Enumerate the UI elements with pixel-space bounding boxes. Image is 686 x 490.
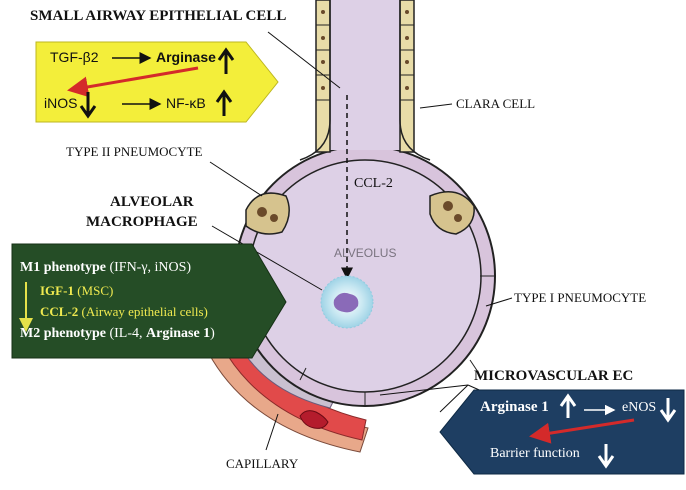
m2-arginase: Arginase 1 <box>146 326 211 341</box>
yellow-pathway-box <box>35 41 279 123</box>
tgf-b2-label: TGF-β2 <box>50 49 99 65</box>
enos-label: eNOS <box>622 400 657 415</box>
down-arrow-icon <box>659 398 677 423</box>
nfkb-label: NF-κB <box>166 95 206 111</box>
macrophage-icon <box>320 275 374 329</box>
type1-pneumocyte-label: TYPE I PNEUMOCYTE <box>514 290 647 305</box>
ccl2-title: CCL-2 <box>40 304 79 319</box>
ccl2-line: CCL-2 (Airway epithelial cells) <box>40 304 208 320</box>
igf1-title: IGF-1 <box>40 283 74 298</box>
red-inhibit-arrow <box>529 418 635 444</box>
clara-cell-label: CLARA CELL <box>456 96 536 111</box>
ccl2-detail: (Airway epithelial cells) <box>78 304 208 319</box>
m1-phenotype-line: M1 phenotype (IFN-γ, iNOS) <box>20 260 191 276</box>
red-blood-cell-icon <box>299 410 329 429</box>
arginase1-label: Arginase 1 <box>480 399 549 415</box>
down-arrow-icon <box>597 444 615 469</box>
alveolus-label: ALVEOLUS <box>334 246 397 260</box>
igf1-line: IGF-1 (MSC) <box>40 283 113 299</box>
ccl2-label: CCL-2 <box>354 176 393 191</box>
up-arrow-icon <box>559 393 577 418</box>
up-arrow-icon <box>217 47 235 74</box>
inos-label: iNOS <box>44 95 78 111</box>
type2-pneumocyte-left <box>245 192 290 235</box>
arginase-label: Arginase <box>156 49 216 65</box>
small-airway-label: SMALL AIRWAY EPITHELIAL CELL <box>30 8 287 24</box>
alveolar-macrophage-label-1: ALVEOLAR <box>110 194 194 210</box>
m1-phenotype-detail: (IFN-γ, iNOS) <box>105 260 192 275</box>
type2-pneumocyte-label: TYPE II PNEUMOCYTE <box>66 144 203 159</box>
m2-phenotype-line: M2 phenotype (IL-4, Arginase 1) <box>20 326 215 342</box>
green-phenotype-box <box>11 243 287 359</box>
m1-phenotype-title: M1 phenotype <box>20 260 106 275</box>
up-arrow-icon <box>215 89 233 116</box>
m2-close: ) <box>210 326 215 341</box>
microvascular-label: MICROVASCULAR EC <box>474 368 634 384</box>
alveolar-macrophage-label-2: MACROPHAGE <box>86 214 198 230</box>
type2-pneumocyte-right <box>429 191 475 235</box>
capillary-label: CAPILLARY <box>226 456 299 471</box>
down-arrow-icon <box>79 92 97 119</box>
m2-phenotype-title: M2 phenotype <box>20 326 106 341</box>
barrier-function-label: Barrier function <box>490 446 580 461</box>
igf1-detail: (MSC) <box>73 283 114 298</box>
blue-endothelial-box <box>439 389 685 475</box>
red-inhibit-arrow <box>67 66 199 98</box>
m2-phenotype-detail: (IL-4, <box>105 326 146 341</box>
